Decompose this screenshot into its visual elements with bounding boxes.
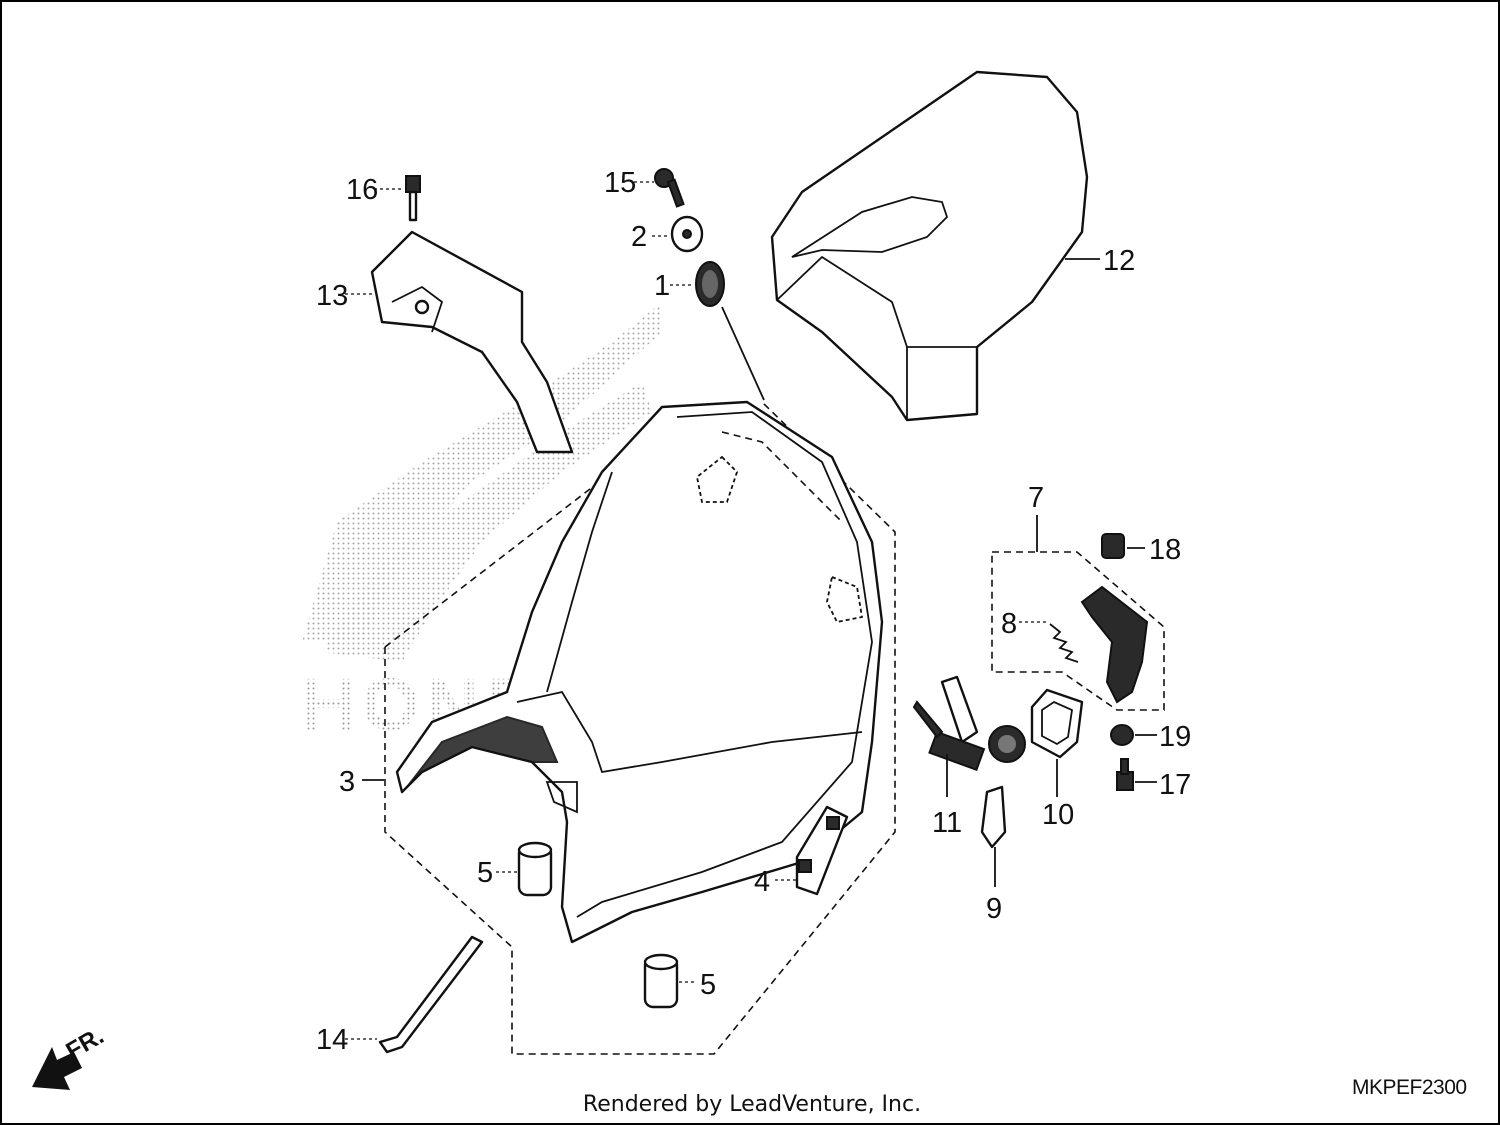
diagram-code: MKPEF2300: [1352, 1076, 1467, 1099]
callout-12: 12: [1103, 245, 1135, 277]
callout-5-lower: 5: [700, 969, 716, 1001]
spring-8: [1049, 623, 1079, 663]
callout-2: 2: [631, 221, 647, 253]
callout-4: 4: [754, 866, 770, 898]
callout-9: 9: [986, 893, 1002, 925]
lock-cylinder-11: [912, 675, 1026, 772]
front-direction-arrow: FR.: [32, 1022, 108, 1090]
callout-15: 15: [604, 167, 636, 199]
callout-11: 11: [932, 807, 962, 839]
callout-16: 16: [346, 174, 378, 206]
callout-18: 18: [1149, 534, 1181, 566]
callout-14: 14: [316, 1024, 348, 1056]
nut-18: [1101, 533, 1125, 559]
washer-2-hole: [682, 229, 692, 239]
callout-17: 17: [1159, 769, 1191, 801]
nut-19: [1110, 724, 1134, 746]
lock-assembly-boundary: [991, 551, 1165, 711]
cushion-5-upper: [517, 841, 553, 897]
lock-bracket-7: [1080, 585, 1149, 704]
callout-19: 19: [1159, 721, 1191, 753]
callout-8: 8: [1001, 608, 1017, 640]
grommet-1: [695, 261, 725, 307]
seat-assembly-boundary: [384, 401, 896, 1055]
callout-10: 10: [1042, 799, 1074, 831]
callout-7: 7: [1028, 482, 1044, 514]
seat-bracket: [370, 230, 574, 454]
bolt-17: [1116, 758, 1134, 791]
pillion-seat: [770, 70, 1089, 422]
cushion-5-lower: [643, 953, 679, 1009]
callout-3: 3: [339, 766, 355, 798]
leader-lines: [345, 181, 1157, 1040]
clip-9: [980, 785, 1007, 849]
callout-1: 1: [654, 270, 670, 302]
callout-13: 13: [316, 280, 348, 312]
bolt-16: [405, 175, 421, 222]
seat-stopper-4: [795, 805, 849, 896]
seat-band-14: [378, 935, 484, 1054]
bolt-15: [654, 168, 685, 208]
rider-seat: [395, 400, 884, 944]
gasket-10: [1030, 688, 1084, 759]
footer-credit: Rendered by LeadVenture, Inc.: [582, 1092, 922, 1117]
callout-5-upper: 5: [477, 857, 493, 889]
